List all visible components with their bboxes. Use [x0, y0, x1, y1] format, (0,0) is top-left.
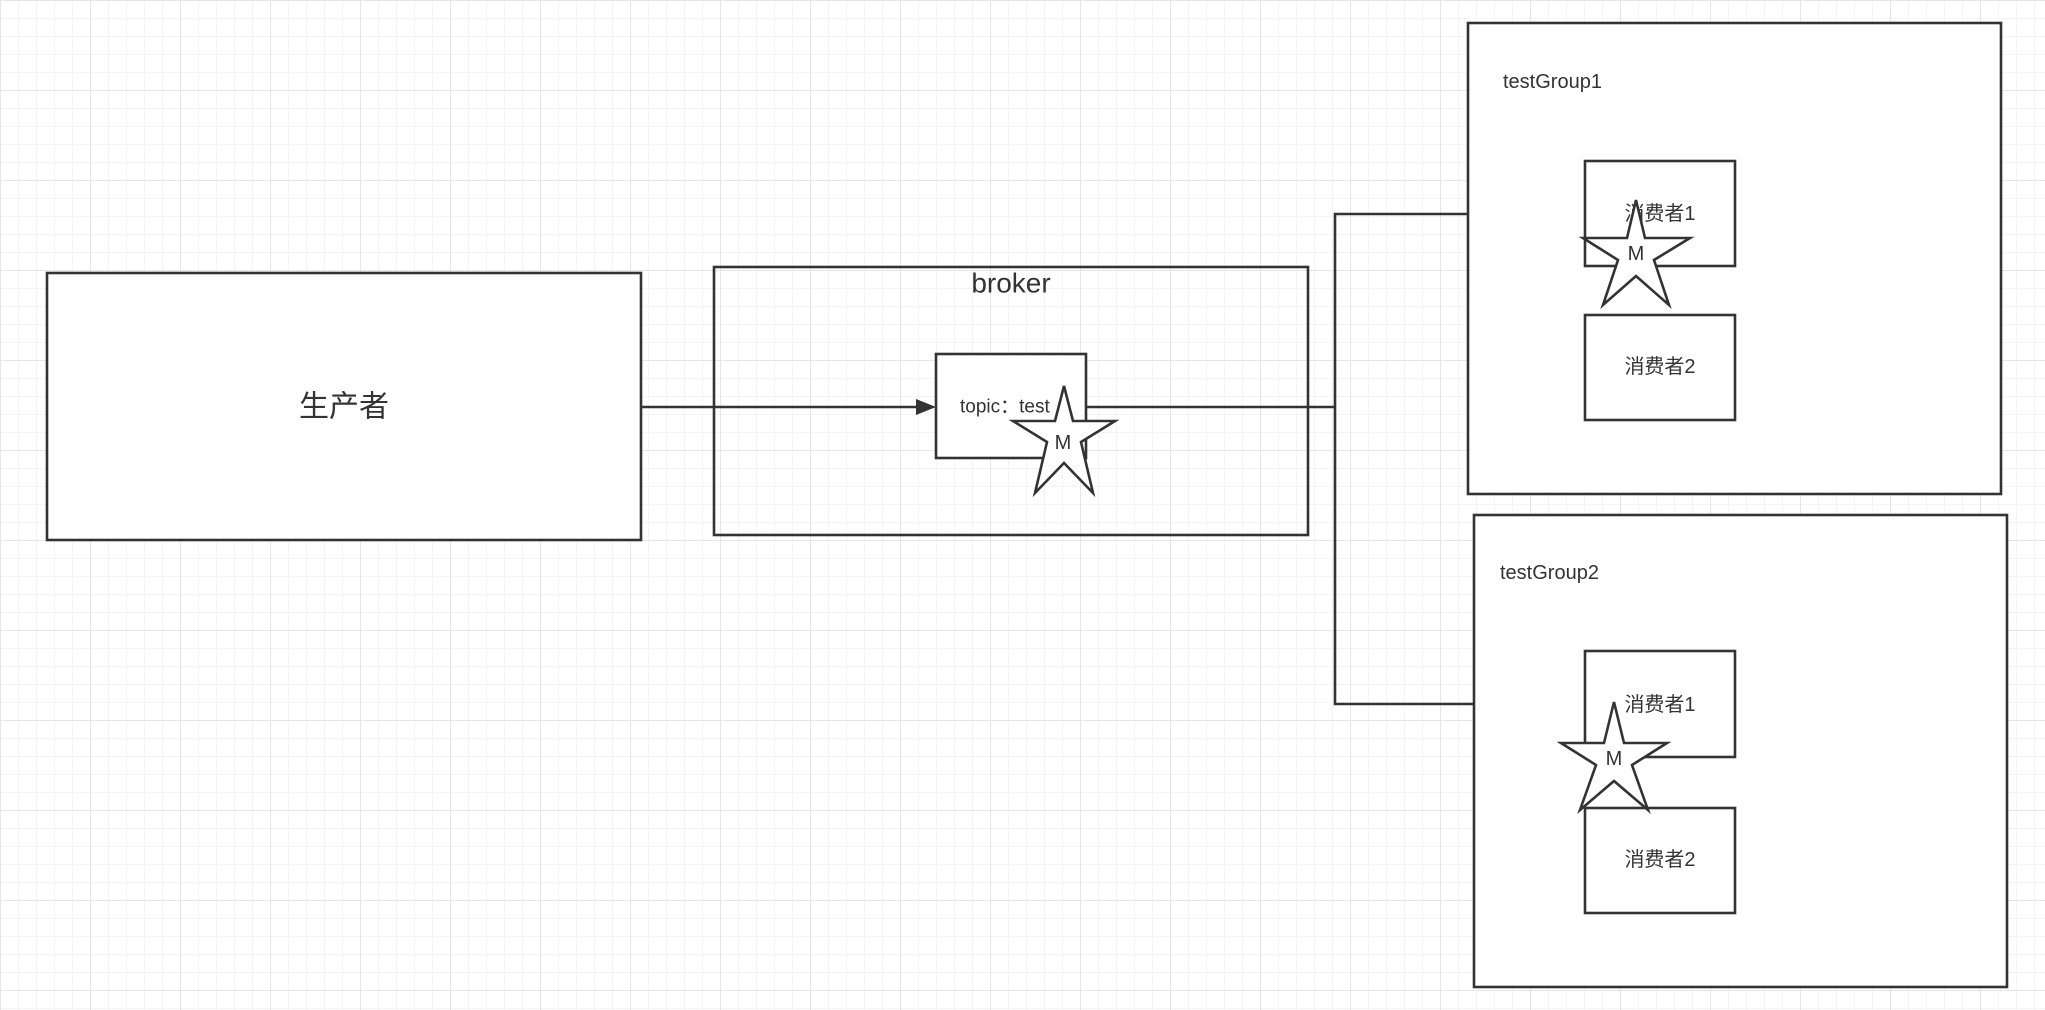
message-label: M	[1055, 432, 1072, 454]
arrow-to-topic	[916, 399, 936, 415]
consumer-group-2[interactable]: testGroup2 消费者1 消费者2	[1472, 513, 2009, 989]
group-2-consumer-1-label: 消费者1	[1624, 693, 1695, 716]
producer-label: 生产者	[299, 391, 389, 424]
group-1-consumer-2-label: 消费者2	[1624, 355, 1695, 378]
message-label: M	[1628, 243, 1645, 265]
group-2-label: testGroup2	[1500, 562, 1599, 584]
group-1-consumer-2[interactable]: 消费者2	[1583, 313, 1737, 422]
message-label: M	[1606, 748, 1623, 770]
group-1-label: testGroup1	[1503, 71, 1602, 93]
broker-label: broker	[971, 268, 1050, 299]
group-2-box[interactable]	[1472, 513, 2009, 989]
producer-box[interactable]	[45, 271, 643, 542]
connectors	[641, 206, 1584, 712]
producer-node[interactable]: 生产者	[45, 271, 643, 542]
topic-label: topic：test	[960, 397, 1050, 418]
message-star-group-2[interactable]: M	[1556, 701, 1672, 815]
star-icon[interactable]	[1556, 701, 1672, 815]
broker-node[interactable]: broker topic：test	[712, 265, 1310, 537]
broker-box[interactable]	[712, 265, 1310, 537]
topic-node[interactable]: topic：test	[934, 352, 1088, 460]
consumer-group-1[interactable]: testGroup1 消费者1 消费者2	[1466, 21, 2003, 496]
message-star-group-1[interactable]: M	[1578, 199, 1695, 310]
group-2-consumer-2-box[interactable]	[1583, 806, 1737, 915]
group-2-consumer-2[interactable]: 消费者2	[1583, 806, 1737, 915]
message-star-topic[interactable]: M	[1008, 385, 1120, 498]
star-icon[interactable]	[1578, 199, 1695, 310]
group-1-consumer-1-label: 消费者1	[1624, 202, 1695, 225]
group-1-consumer-2-box[interactable]	[1583, 313, 1737, 422]
star-icon[interactable]	[1008, 385, 1120, 498]
group-2-consumer-2-label: 消费者2	[1624, 848, 1695, 871]
